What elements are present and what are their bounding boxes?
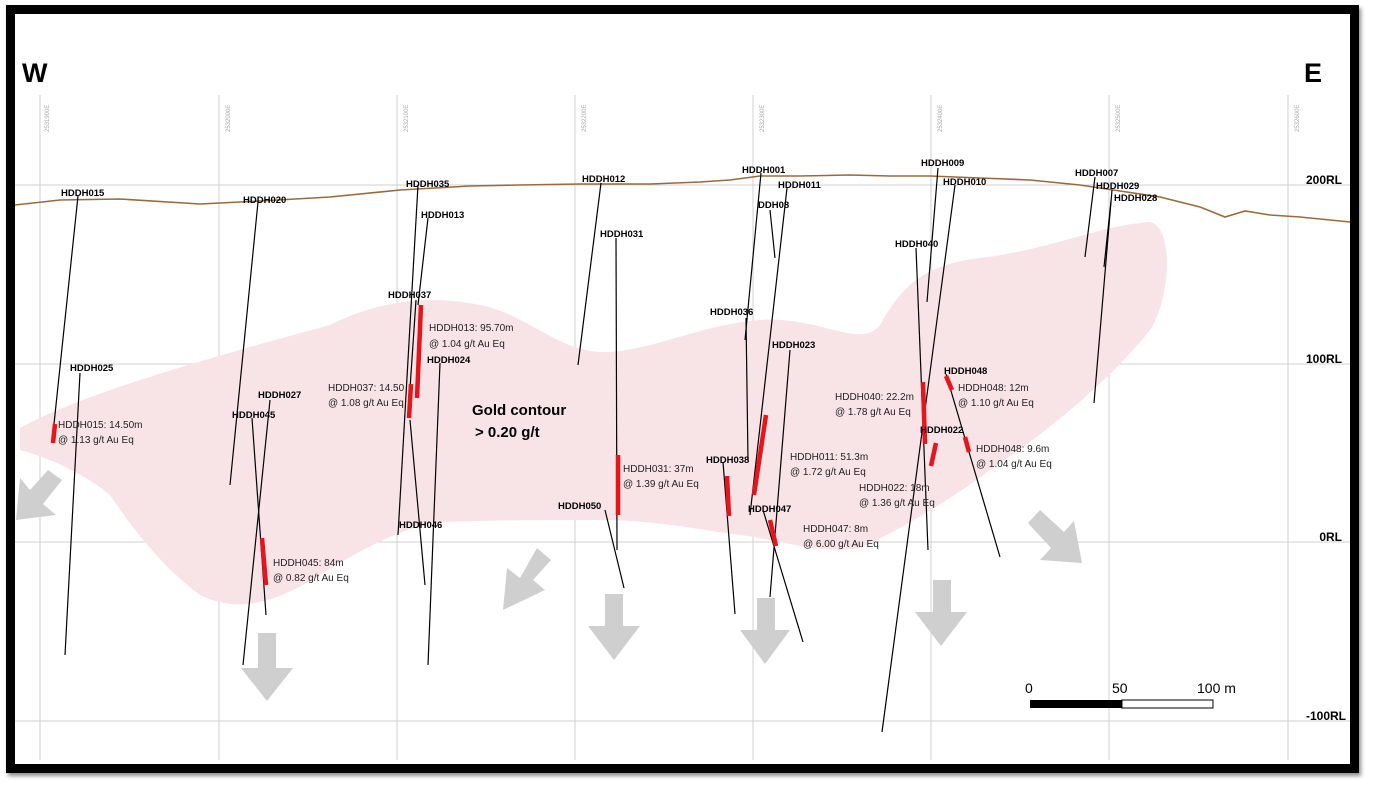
hole-label: HDDH028 [1114, 193, 1157, 204]
hole-label: HDDH011 [778, 180, 821, 191]
hole-label: HDDH038 [706, 455, 749, 466]
plunge-arrows [16, 470, 1082, 701]
intercept-annotations: HDDH015: 14.50m @ 1.13 g/t Au Eq HDDH013… [58, 323, 1052, 584]
scale-bar-white [1121, 699, 1214, 709]
intercept-annotation: HDDH048: 9.6m [976, 444, 1049, 455]
intercept-annotation: HDDH011: 51.3m [790, 452, 868, 463]
arrow-icon [588, 594, 640, 660]
intercept-annotation: HDDH031: 37m [623, 464, 694, 475]
easting-label: 2532600E [1295, 105, 1301, 132]
arrow-icon [915, 580, 967, 646]
intercept-annotation: @ 1.13 g/t Au Eq [58, 435, 134, 446]
intercept-annotation: HDDH045: 84m [273, 558, 344, 569]
intercept-annotation: HDDH048: 12m [958, 383, 1029, 394]
arrow-icon [740, 598, 790, 664]
arrow-icon [1028, 510, 1082, 563]
hole-label: HDDH012 [582, 174, 625, 185]
west-label: W [22, 58, 48, 88]
intercept-annotation: HDDH037: 14.50 [328, 383, 405, 394]
easting-label: 2532300E [760, 105, 766, 132]
easting-label: 2532100E [404, 105, 410, 132]
hole-label: HDDH010 [943, 177, 986, 188]
scale-label-0: 0 [1025, 680, 1033, 696]
east-label: E [1304, 58, 1323, 88]
hole-label: HDDH029 [1096, 181, 1139, 192]
hole-label: HDDH031 [600, 229, 644, 240]
easting-label: 2532500E [1116, 105, 1122, 132]
hole-label: HDDH045 [232, 410, 276, 421]
hole-label: HDDH025 [70, 363, 114, 374]
hole-label: HDDH040 [895, 239, 938, 250]
intercept-annotation: HDDH040: 22.2m [835, 392, 914, 403]
hole-label: HDDH015 [61, 188, 105, 199]
intercept-annotation: @ 1.36 g/t Au Eq [859, 498, 935, 509]
hole-label: HDDH013 [421, 210, 464, 221]
intercept-annotation: @ 1.39 g/t Au Eq [623, 479, 699, 490]
easting-label: 2532200E [582, 105, 588, 132]
hole-label: HDDH023 [772, 340, 815, 351]
contour-label-line2: > 0.20 g/t [475, 424, 540, 441]
intercept-annotation: @ 1.04 g/t Au Eq [976, 459, 1052, 470]
hole-label: HDDH020 [243, 195, 286, 206]
intercept-annotation: @ 1.10 g/t Au Eq [958, 398, 1034, 409]
scale-label-50: 50 [1112, 680, 1128, 696]
hole-label: DDH08 [758, 200, 789, 211]
hole-label: HDDH050 [558, 501, 601, 512]
hole-label: HDDH001 [742, 165, 786, 176]
rl-label-200: 200RL [1305, 173, 1342, 187]
intercept-annotation: HDDH047: 8m [803, 524, 868, 535]
intercept-annotation: @ 1.04 g/t Au Eq [429, 339, 505, 350]
hole-label: HDDH048 [944, 366, 987, 377]
scale-label-100: 100 m [1197, 680, 1236, 696]
hole-label: HDDH022 [920, 425, 963, 436]
rl-label-minus100: -100RL [1305, 709, 1346, 723]
gold-contour-envelope [20, 222, 1167, 605]
topography-line [14, 174, 1351, 223]
easting-label: 2532400E [938, 105, 944, 132]
hole-label: HDDH024 [427, 355, 471, 366]
intercept-annotation: @ 1.08 g/t Au Eq [328, 398, 404, 409]
hole-label: HDDH036 [710, 307, 753, 318]
hole-label: HDDH009 [921, 158, 964, 169]
hole-label: HDDH047 [748, 504, 791, 515]
easting-labels: 2531900E 2532000E 2532100E 2532200E 2532… [45, 105, 1301, 132]
easting-label: 2531900E [45, 105, 51, 132]
arrow-icon [16, 470, 62, 520]
intercept-annotation: @ 6.00 g/t Au Eq [803, 539, 879, 550]
intercept-annotation: HDDH022: 18m [859, 483, 930, 494]
rl-label-100: 100RL [1305, 352, 1342, 366]
intercept-segments [50, 304, 972, 586]
hole-label: HDDH007 [1075, 168, 1118, 179]
intercept-annotation: HDDH013: 95.70m [429, 323, 513, 334]
scale-bar: 0 50 100 m [1025, 680, 1236, 709]
arrow-icon [241, 633, 293, 701]
hole-label: HDDH035 [406, 179, 450, 190]
contour-label-line1: Gold contour [472, 402, 566, 419]
scale-bar-black [1030, 700, 1122, 708]
hole-label: HDDH027 [258, 390, 301, 401]
intercept-annotation: HDDH015: 14.50m [58, 420, 142, 431]
hole-label: HDDH037 [388, 290, 431, 301]
intercept-annotation: @ 1.72 g/t Au Eq [790, 467, 866, 478]
easting-label: 2532000E [226, 105, 232, 132]
intercept-annotation: @ 1.78 g/t Au Eq [835, 407, 911, 418]
arrow-icon [503, 548, 551, 610]
hole-labels: HDDH015 HDDH020 HDDH035 HDDH013 HDDH037 … [61, 158, 1157, 531]
rl-label-0: 0RL [1319, 530, 1342, 544]
hole-label: HDDH046 [399, 520, 442, 531]
intercept-annotation: @ 0.82 g/t Au Eq [273, 573, 349, 584]
